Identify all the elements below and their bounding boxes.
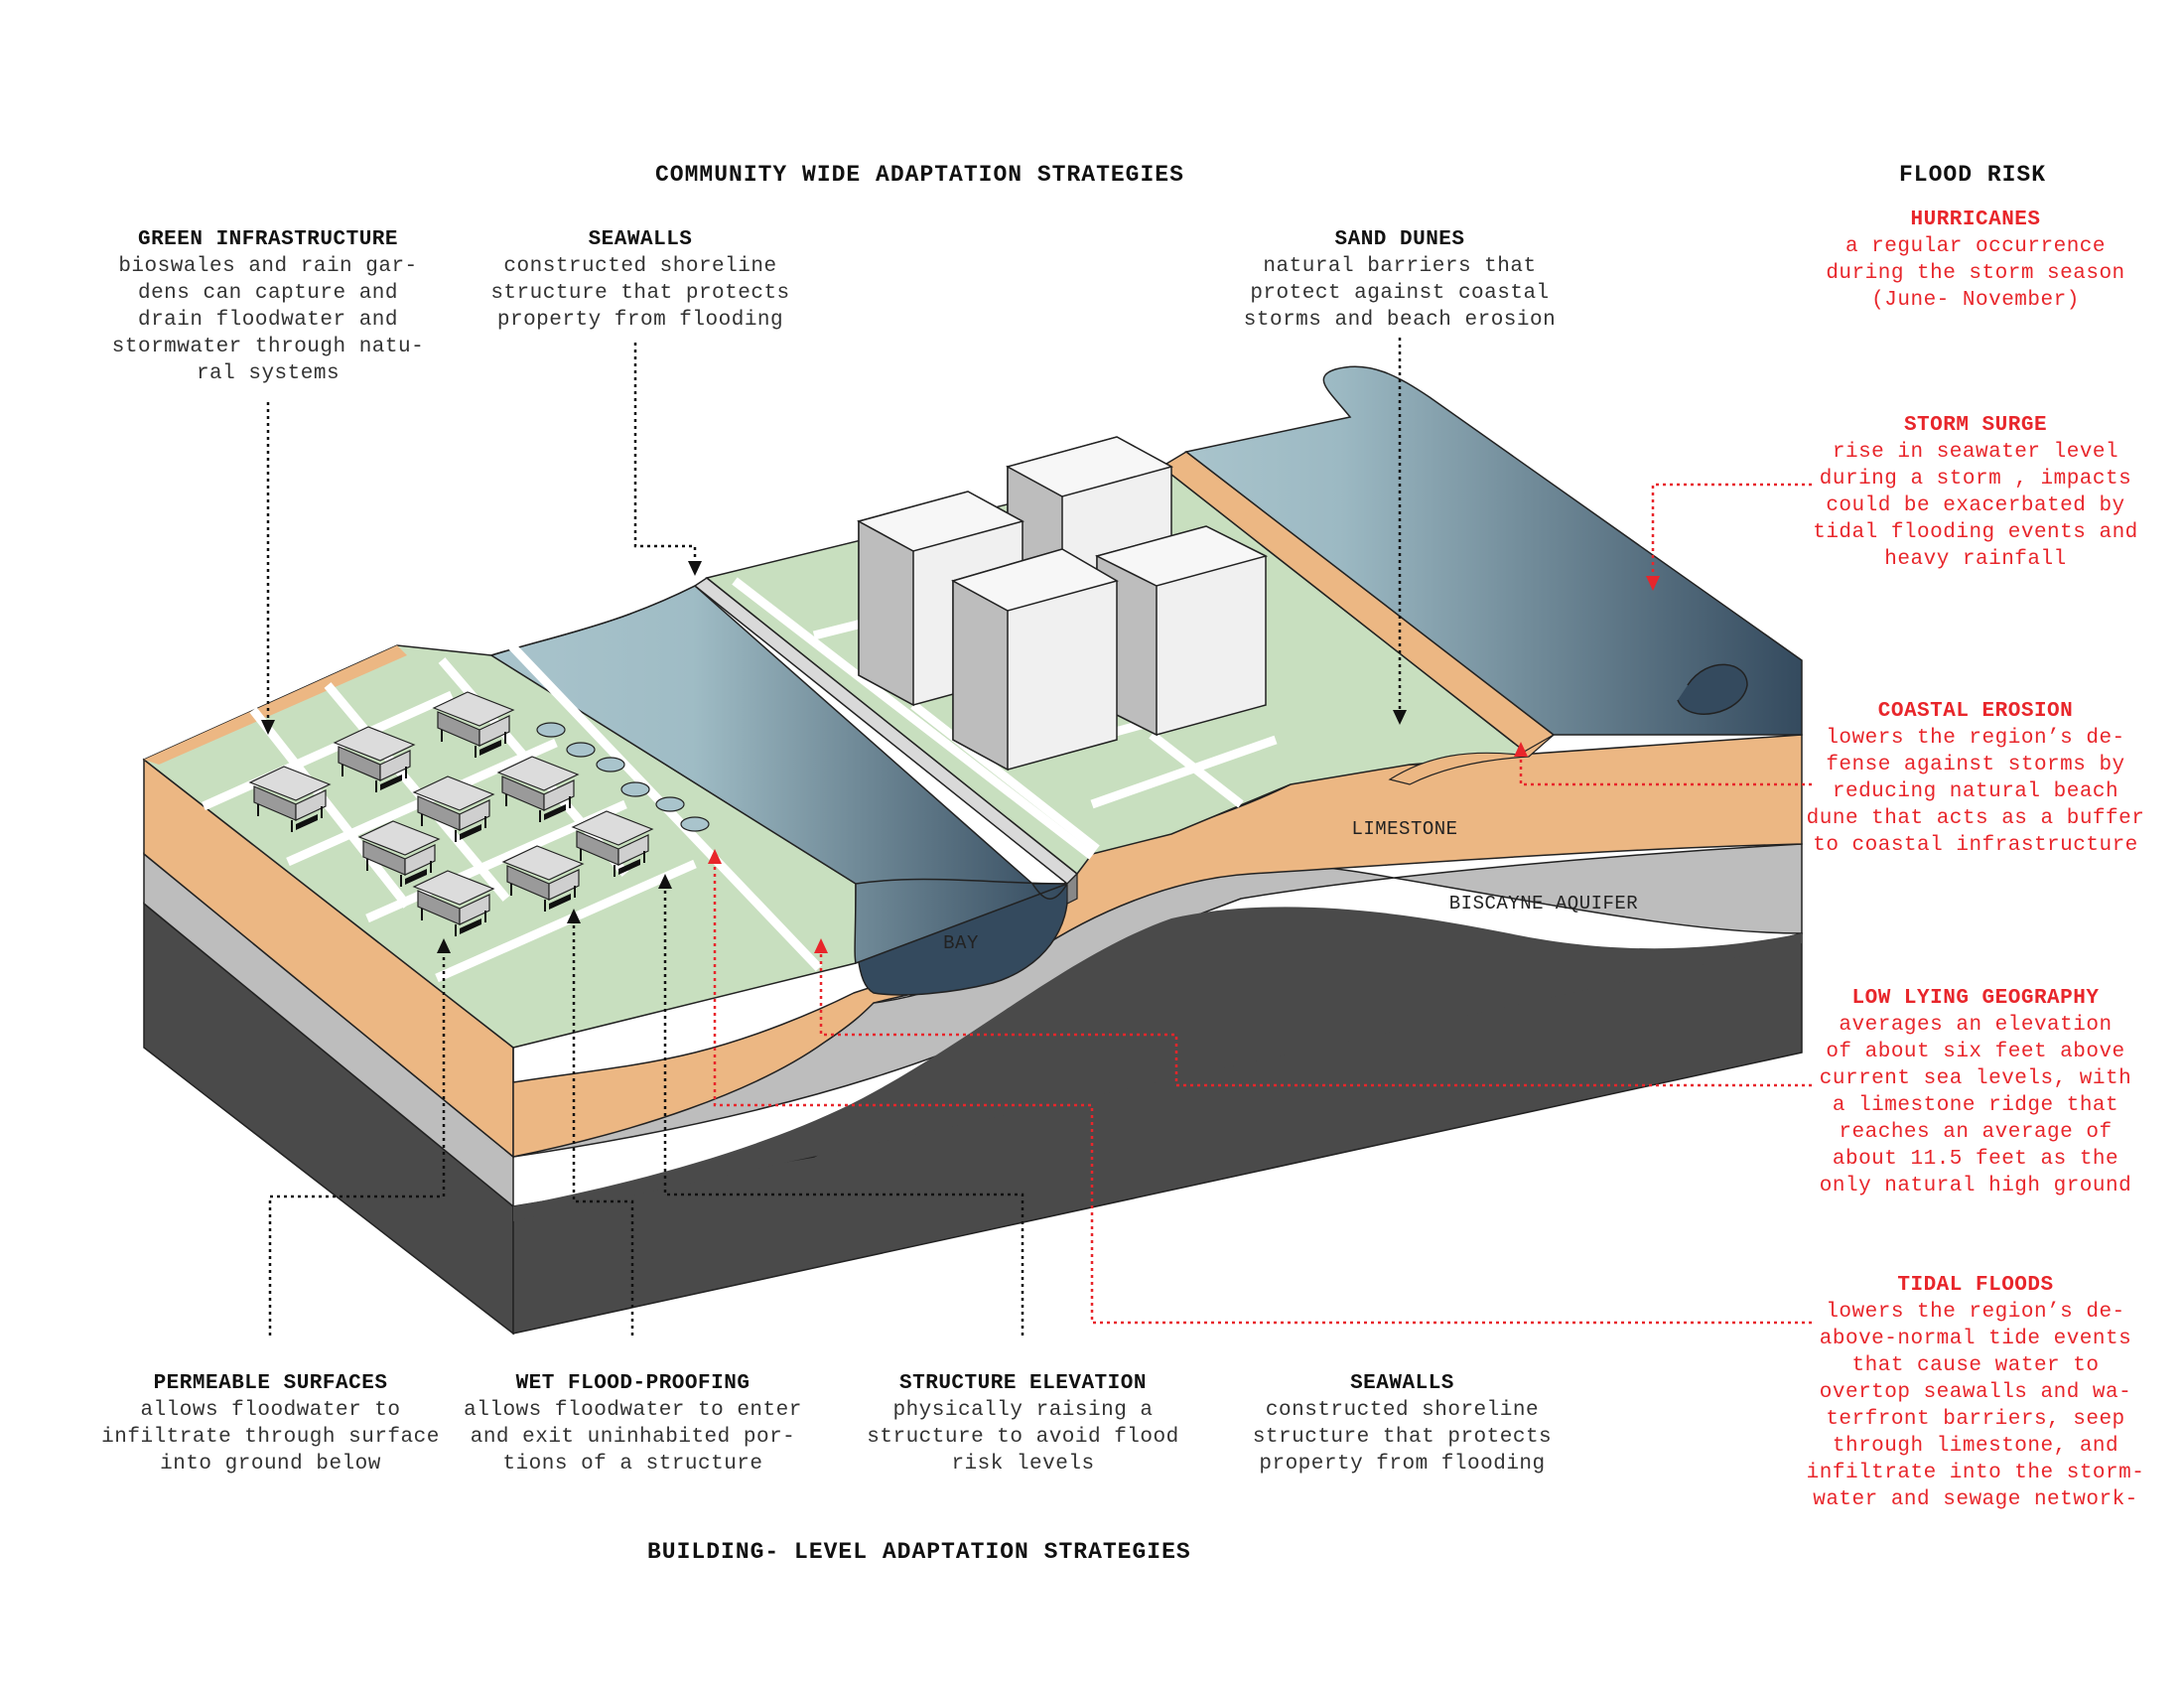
wet-floodproofing-title: WET FLOOD-PROOFING (515, 1372, 751, 1395)
permeable-surfaces-note: PERMEABLE SURFACES allows floodwater to … (99, 1370, 442, 1477)
storm-surge-title: STORM SURGE (1903, 414, 2048, 437)
seawalls-bottom-body: constructed shoreline structure that pro… (1252, 1399, 1553, 1476)
sand-dunes-note: SAND DUNES natural barriers that protect… (1231, 226, 1569, 334)
structure-elevation-note: STRUCTURE ELEVATION physically raising a… (852, 1370, 1194, 1477)
leader-lines-black (266, 338, 1402, 1336)
community-strategies-title: COMMUNITY WIDE ADAPTATION STRATEGIES (655, 162, 1184, 188)
wet-floodproofing-note: WET FLOOD-PROOFING allows floodwater to … (462, 1370, 804, 1477)
seawalls-bottom-note: SEAWALLS constructed shoreline structure… (1231, 1370, 1573, 1477)
leader-arrows-black (261, 561, 1407, 953)
towers (857, 436, 1269, 772)
permeable-surfaces-title: PERMEABLE SURFACES (153, 1372, 388, 1395)
coastal-erosion-title: COASTAL EROSION (1877, 700, 2074, 723)
low-lying-geography-body: averages an elevation of about six feet … (1819, 1014, 2132, 1197)
bay-label: BAY (943, 932, 979, 954)
hurricanes-note: HURRICANES a regular occurrence during t… (1802, 207, 2149, 314)
houses (248, 691, 654, 936)
elevated-house (571, 810, 654, 877)
sand-dunes-body: natural barriers that protect against co… (1243, 255, 1557, 332)
tidal-floods-title: TIDAL FLOODS (1897, 1274, 2054, 1297)
structure-elevation-title: STRUCTURE ELEVATION (899, 1372, 1147, 1395)
bioswales (536, 722, 710, 832)
seawalls-top-body: constructed shoreline structure that pro… (490, 255, 790, 332)
green-infrastructure-note: GREEN INFRASTRUCTURE bioswales and rain … (99, 226, 437, 387)
hurricanes-title: HURRICANES (1910, 209, 2041, 231)
leader-arrows-red (708, 576, 1660, 953)
seawalls-bottom-title: SEAWALLS (1350, 1372, 1454, 1395)
tidal-floods-body: lowers the region’s de- above-normal tid… (1806, 1301, 2145, 1511)
coastal-erosion-body: lowers the region’s de- fense against st… (1806, 727, 2145, 857)
storm-surge-body: rise in seawater level during a storm , … (1813, 441, 2138, 571)
flood-risk-title: FLOOD RISK (1899, 162, 2047, 188)
ocean-wave-curl (1677, 663, 1748, 715)
structure-elevation-body: physically raising a structure to avoid … (867, 1399, 1179, 1476)
elevated-house (248, 766, 332, 832)
green-infrastructure-body: bioswales and rain gar- dens can capture… (111, 255, 425, 385)
permeable-surfaces-body: allows floodwater to infiltrate through … (101, 1399, 440, 1476)
elevated-house (357, 820, 441, 887)
elevated-house (432, 691, 515, 758)
green-infrastructure-title: GREEN INFRASTRUCTURE (137, 228, 399, 251)
block-left-face (143, 758, 514, 1336)
elevated-house (501, 845, 585, 912)
ocean-surface (1184, 365, 1803, 736)
aquifer-label: BISCAYNE AQUIFER (1449, 893, 1638, 914)
coastal-erosion-note: COASTAL EROSION lowers the region’s de- … (1802, 698, 2149, 859)
low-lying-geography-note: LOW LYING GEOGRAPHY averages an elevatio… (1802, 985, 2149, 1199)
limestone-label: LIMESTONE (1351, 818, 1457, 840)
neighborhood-edge-limestone (144, 645, 407, 765)
tidal-floods-note: TIDAL FLOODS lowers the region’s de- abo… (1802, 1272, 2149, 1513)
building-strategies-title: BUILDING- LEVEL ADAPTATION STRATEGIES (647, 1539, 1191, 1565)
bedrock-top-curve (513, 907, 1802, 1221)
seawalls-top-title: SEAWALLS (588, 228, 693, 251)
wet-floodproofing-body: allows floodwater to enter and exit unin… (464, 1399, 802, 1476)
seawall-face (1066, 872, 1078, 905)
elevated-house (412, 870, 495, 936)
low-lying-geography-title: LOW LYING GEOGRAPHY (1851, 987, 2100, 1010)
storm-surge-note: STORM SURGE rise in seawater level durin… (1802, 412, 2149, 573)
bay-front-curve (855, 878, 1068, 885)
elevated-house (333, 726, 416, 792)
elevated-house (412, 775, 495, 842)
leader-lines-red (713, 483, 1812, 1325)
elevated-house (496, 756, 580, 822)
sand-dunes-title: SAND DUNES (1334, 228, 1465, 251)
hurricanes-body: a regular occurrence during the storm se… (1826, 235, 2125, 312)
seawalls-top-note: SEAWALLS constructed shoreline structure… (472, 226, 809, 334)
sand-dune (1388, 734, 1555, 785)
